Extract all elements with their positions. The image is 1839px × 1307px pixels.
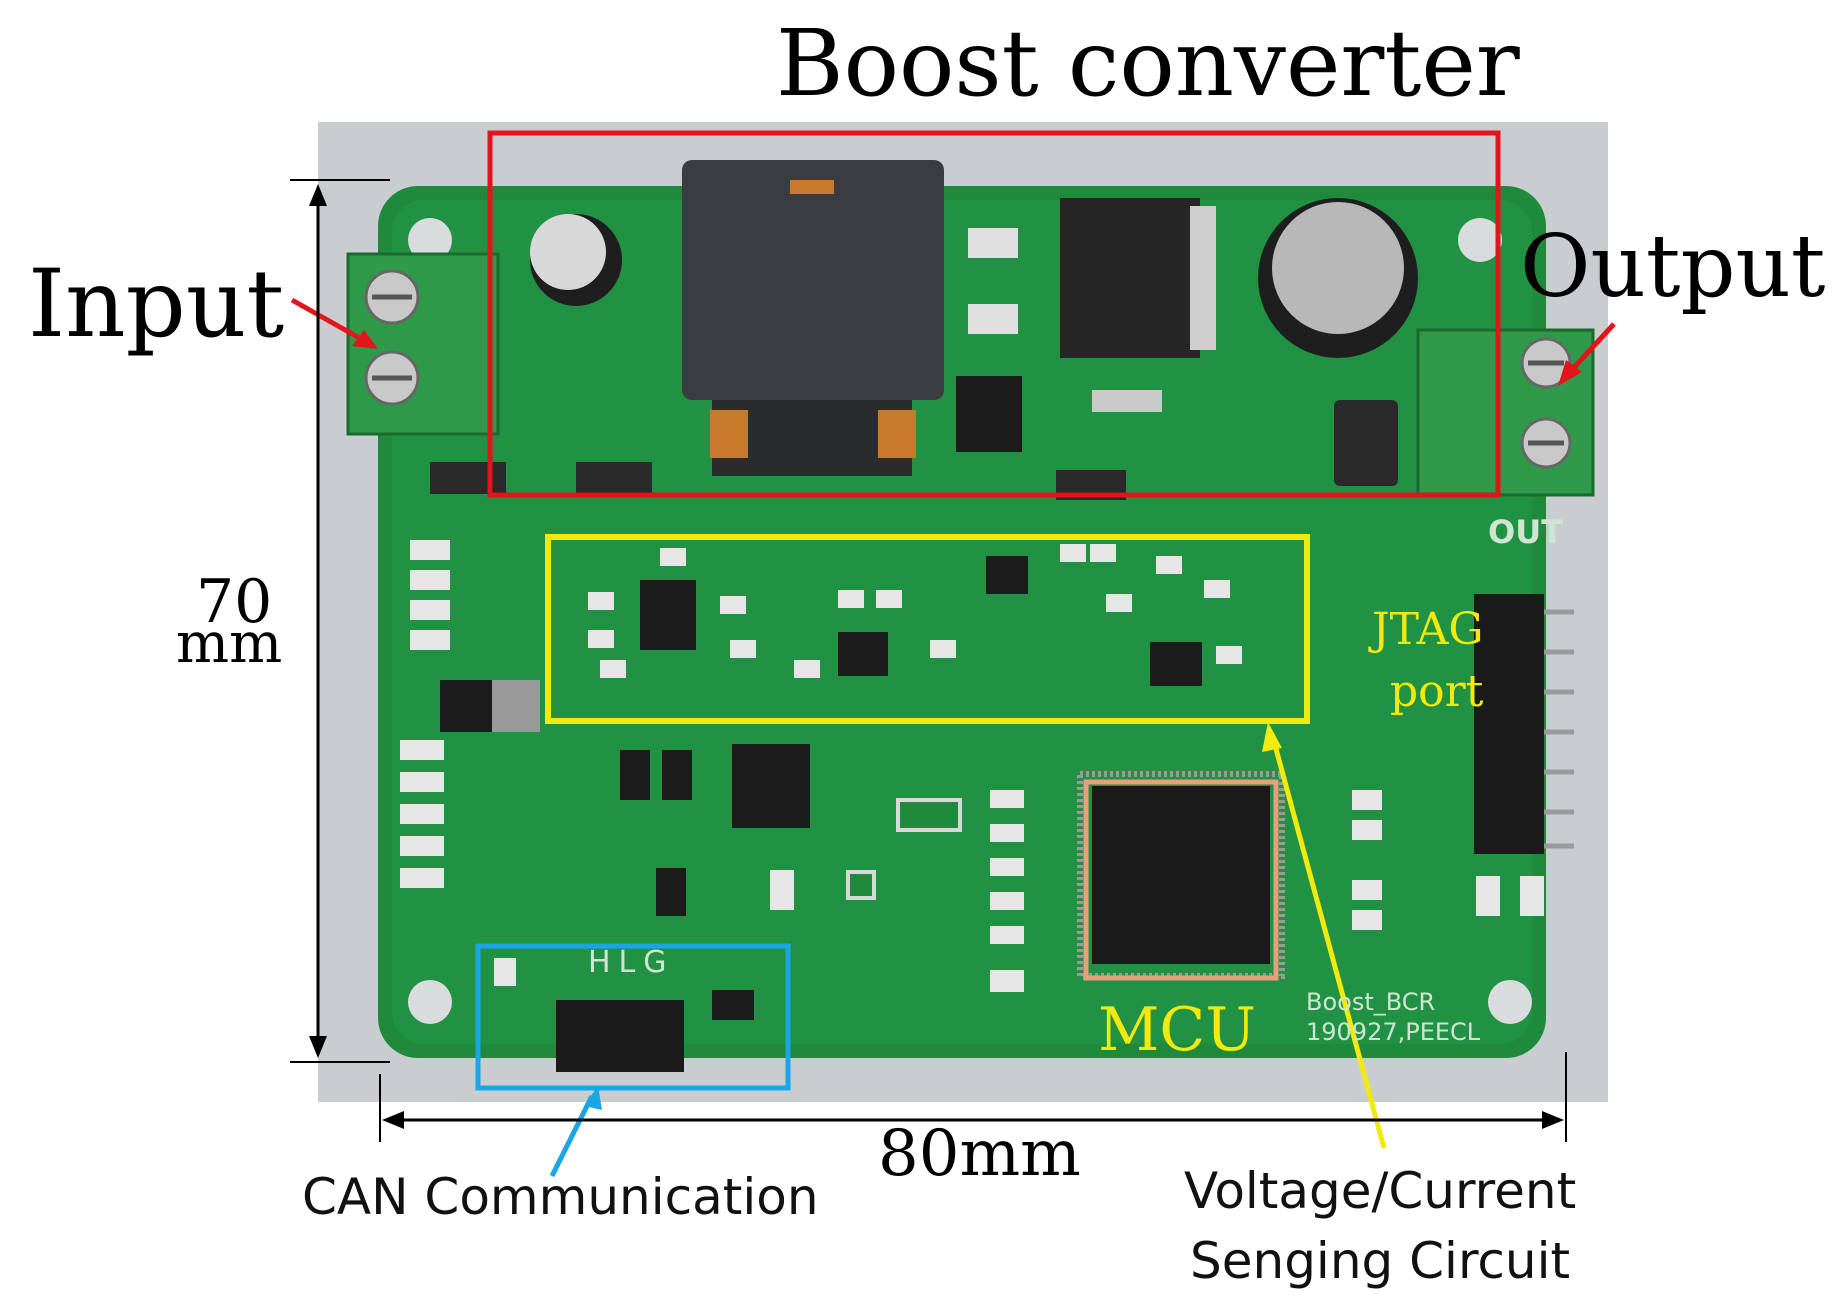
smd-part-3 [1092, 390, 1162, 412]
can-arrow [549, 1094, 595, 1178]
ic-u9 [956, 376, 1022, 452]
board-silk-hlg: HLG [588, 945, 675, 980]
resistor-r23 [430, 462, 506, 494]
power-transistor-tab [1190, 206, 1216, 350]
smd-part-1 [968, 228, 1018, 258]
inductor [682, 160, 944, 400]
smd-cap-out [1334, 400, 1398, 486]
width-label: 80mm [878, 1117, 1081, 1191]
output-label: Output [1520, 217, 1826, 317]
diode-2 [662, 750, 692, 800]
ic-u3-side [492, 680, 540, 732]
ic-sense-3 [986, 556, 1028, 594]
mount-hole-tl [408, 218, 452, 262]
power-transistor [1060, 198, 1200, 358]
can-diode [712, 990, 754, 1020]
output-capacitor-top [1272, 202, 1404, 334]
height-value-label: 70 [196, 567, 273, 637]
ic-u3 [440, 680, 492, 732]
output-arrow [1566, 322, 1616, 376]
diode-3 [656, 868, 686, 916]
sensing-arrow [1269, 733, 1387, 1149]
smd-part-2 [968, 304, 1018, 334]
can-passive [494, 958, 516, 986]
inductor-pad-right [878, 410, 916, 458]
ic-u11 [1150, 642, 1202, 686]
mount-hole-bl [408, 980, 452, 1024]
board-silk-line1: Boost_BCR [1306, 988, 1436, 1016]
led-4 [770, 870, 794, 910]
board-silk-line2: 190927,PEECL [1306, 1018, 1481, 1046]
sensing-circuit-box [545, 534, 1310, 724]
mcu-box [1083, 779, 1279, 981]
resistor-r27 [576, 462, 652, 494]
input-capacitor-top [530, 214, 606, 290]
ic-u13 [640, 580, 696, 650]
mount-hole-br [1488, 980, 1532, 1024]
jtag-pins [1544, 609, 1574, 849]
regulator [732, 744, 810, 828]
board-silk-out: OUT [1488, 513, 1564, 551]
boost-converter-label: Boost converter [776, 10, 1520, 117]
sensing-passives [588, 544, 1242, 678]
right-mid-passives [990, 790, 1544, 992]
mcu-chip [1092, 786, 1270, 964]
can-connector [556, 1000, 684, 1072]
ic-sense-2 [838, 632, 888, 676]
height-unit-label: mm [176, 611, 283, 676]
jtag-label-line1: JTAG [1372, 604, 1484, 655]
mount-hole-tr [1458, 218, 1502, 262]
jtag-header [1474, 594, 1544, 854]
can-communication-box [475, 943, 791, 1091]
jtag-label-line2: port [1390, 666, 1484, 717]
sensing-label-line2: Senging Circuit [1190, 1232, 1571, 1290]
mcu-label: MCU [1098, 995, 1256, 1065]
test-point-t4 [846, 870, 876, 900]
input-label: Input [28, 250, 285, 359]
can-communication-label: CAN Communication [302, 1168, 819, 1226]
left-passives [400, 540, 450, 888]
inductor-top-copper [790, 180, 834, 194]
inductor-pad-left [710, 410, 748, 458]
boost-converter-box [487, 130, 1501, 498]
input-arrow [290, 297, 372, 347]
sensing-label-line1: Voltage/Current [1184, 1162, 1577, 1220]
jumper-pads [896, 798, 962, 832]
diode-1 [620, 750, 650, 800]
